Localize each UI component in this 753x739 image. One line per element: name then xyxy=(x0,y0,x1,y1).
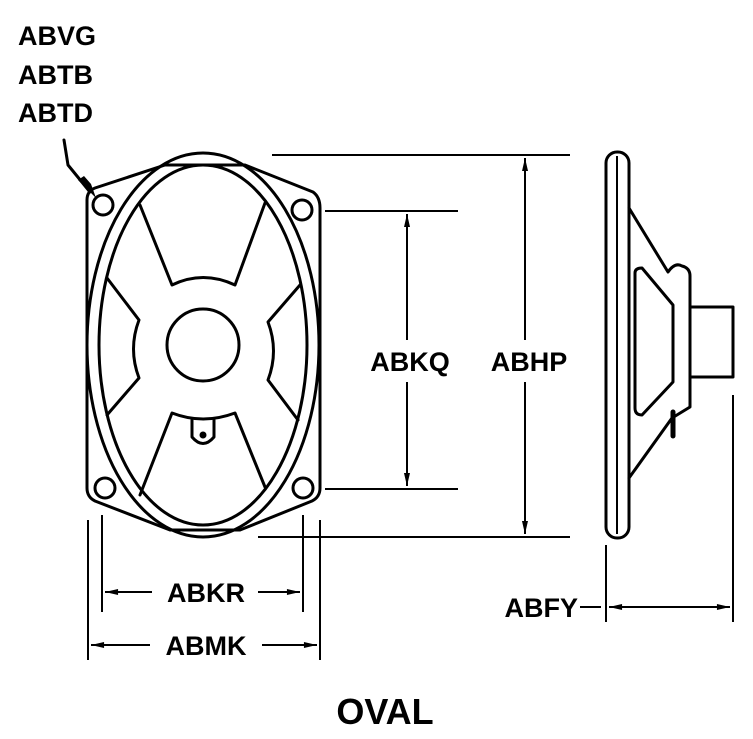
part-code-3: ABTD xyxy=(18,98,93,128)
part-code-1: ABVG xyxy=(18,21,96,51)
basket-spoke-right xyxy=(266,283,302,422)
speaker-side-view xyxy=(604,150,735,540)
dim-label-abhp: ABHP xyxy=(491,347,568,377)
depth-dimension: ABFY xyxy=(505,395,734,623)
dust-cap xyxy=(165,307,241,383)
terminal-dot xyxy=(199,431,207,439)
leader-arrow xyxy=(78,176,96,198)
dim-label-abmk: ABMK xyxy=(166,631,247,661)
side-rim xyxy=(604,150,631,540)
dim-label-abfy: ABFY xyxy=(505,593,579,623)
part-code-2: ABTB xyxy=(18,60,93,90)
mounting-frame xyxy=(85,163,322,532)
mount-hole-bl xyxy=(93,476,117,500)
speaker-front-view xyxy=(85,151,322,539)
mount-hole-tl xyxy=(91,193,115,217)
basket-spoke-bottom xyxy=(138,411,267,497)
basket-spoke-left xyxy=(105,276,141,417)
mount-hole-tr xyxy=(290,198,314,222)
side-basket xyxy=(627,206,692,480)
mount-hole-br xyxy=(291,476,315,500)
terminal-tab xyxy=(190,418,216,445)
side-cone xyxy=(633,266,675,417)
side-magnet xyxy=(688,305,735,379)
caption: OVAL xyxy=(336,691,433,732)
inner-gasket xyxy=(97,163,309,527)
outer-gasket xyxy=(85,151,321,539)
dim-label-abkr: ABKR xyxy=(167,578,245,608)
dim-label-abkq: ABKQ xyxy=(370,347,450,377)
basket-spoke-top xyxy=(138,201,267,287)
height-dimensions: ABKQ ABHP xyxy=(258,154,570,538)
width-dimensions: ABKR ABMK xyxy=(87,515,321,661)
